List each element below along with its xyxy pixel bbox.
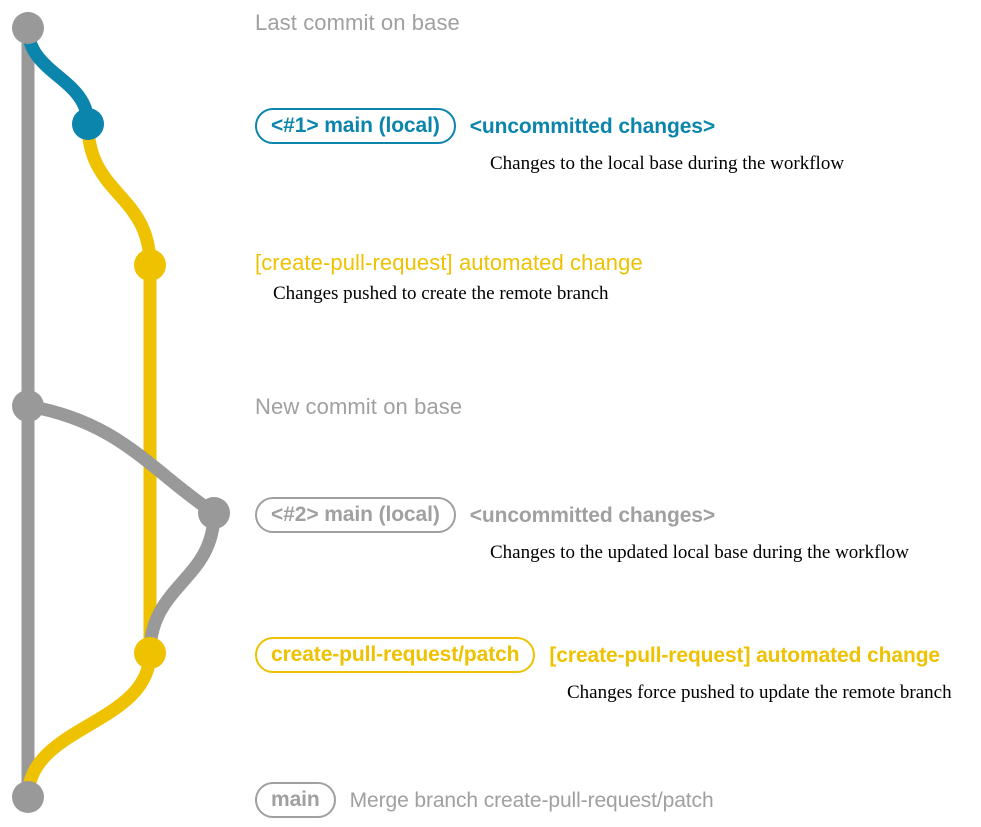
commit-description-local-main-1: Changes to the local base during the wor…	[490, 153, 845, 174]
commit-head-merge-commit: main Merge branch create-pull-request/pat…	[255, 782, 714, 818]
commit-subject-local-main-2: <uncommitted changes>	[469, 503, 716, 527]
commit-description-local-main-2: Changes to the updated local base during…	[490, 542, 909, 563]
commit-head-automated-change-1: [create-pull-request] automated change	[255, 252, 643, 274]
commit-row-automated-change-2: create-pull-request/patch [create-pull-re…	[255, 637, 952, 704]
commit-subject-automated-change-1: [create-pull-request] automated change	[255, 250, 643, 275]
commit-row-merge-commit: main Merge branch create-pull-request/pat…	[255, 782, 714, 818]
edge-base-to-local-main-1	[21, 21, 95, 131]
commit-row-local-main-1: <#1> main (local) <uncommitted changes> Ch…	[255, 108, 844, 175]
node-local-main-1[interactable]	[72, 108, 104, 140]
branch-pill-merge-commit[interactable]: main	[255, 782, 336, 818]
commit-subject-local-main-1: <uncommitted changes>	[469, 114, 716, 138]
node-automated-change-1[interactable]	[134, 249, 166, 281]
branch-pill-local-main-1[interactable]: <#1> main (local)	[255, 108, 456, 144]
commit-head-local-main-1: <#1> main (local) <uncommitted changes>	[255, 108, 844, 144]
commit-head-last-commit-on-base: Last commit on base	[255, 12, 460, 34]
commit-subject-automated-change-2: [create-pull-request] automated change	[549, 643, 941, 667]
edge-local-main-1-to-automated-change-1	[81, 117, 157, 272]
branch-pill-local-main-2[interactable]: <#2> main (local)	[255, 497, 456, 533]
edge-new-commit-to-local-main-2	[21, 399, 221, 520]
node-local-main-2[interactable]	[198, 497, 230, 529]
commit-subject-new-commit-on-base: New commit on base	[255, 394, 463, 419]
git-graph	[12, 12, 230, 813]
node-automated-change-2[interactable]	[134, 637, 166, 669]
node-merge-commit[interactable]	[12, 781, 44, 813]
commit-head-automated-change-2: create-pull-request/patch [create-pull-re…	[255, 637, 952, 673]
commit-head-local-main-2: <#2> main (local) <uncommitted changes>	[255, 497, 909, 533]
node-last-commit-on-base[interactable]	[12, 12, 44, 44]
node-new-commit-on-base[interactable]	[12, 390, 44, 422]
commit-subject-last-commit-on-base: Last commit on base	[255, 10, 460, 35]
branch-pill-automated-change-2[interactable]: create-pull-request/patch	[255, 637, 536, 673]
edge-automated-change-2-to-merge	[21, 646, 157, 804]
commit-row-last-commit-on-base: Last commit on base	[255, 12, 460, 34]
commit-subject-merge-commit: Merge branch create-pull-request/patch	[349, 788, 714, 812]
edge-local-main-2-to-automated-change-2	[143, 506, 221, 660]
commit-head-new-commit-on-base: New commit on base	[255, 396, 462, 418]
commit-description-automated-change-1: Changes pushed to create the remote bran…	[273, 283, 609, 304]
commit-row-new-commit-on-base: New commit on base	[255, 396, 462, 418]
commit-description-automated-change-2: Changes force pushed to update the remot…	[567, 682, 952, 703]
commit-row-local-main-2: <#2> main (local) <uncommitted changes> Ch…	[255, 497, 909, 564]
